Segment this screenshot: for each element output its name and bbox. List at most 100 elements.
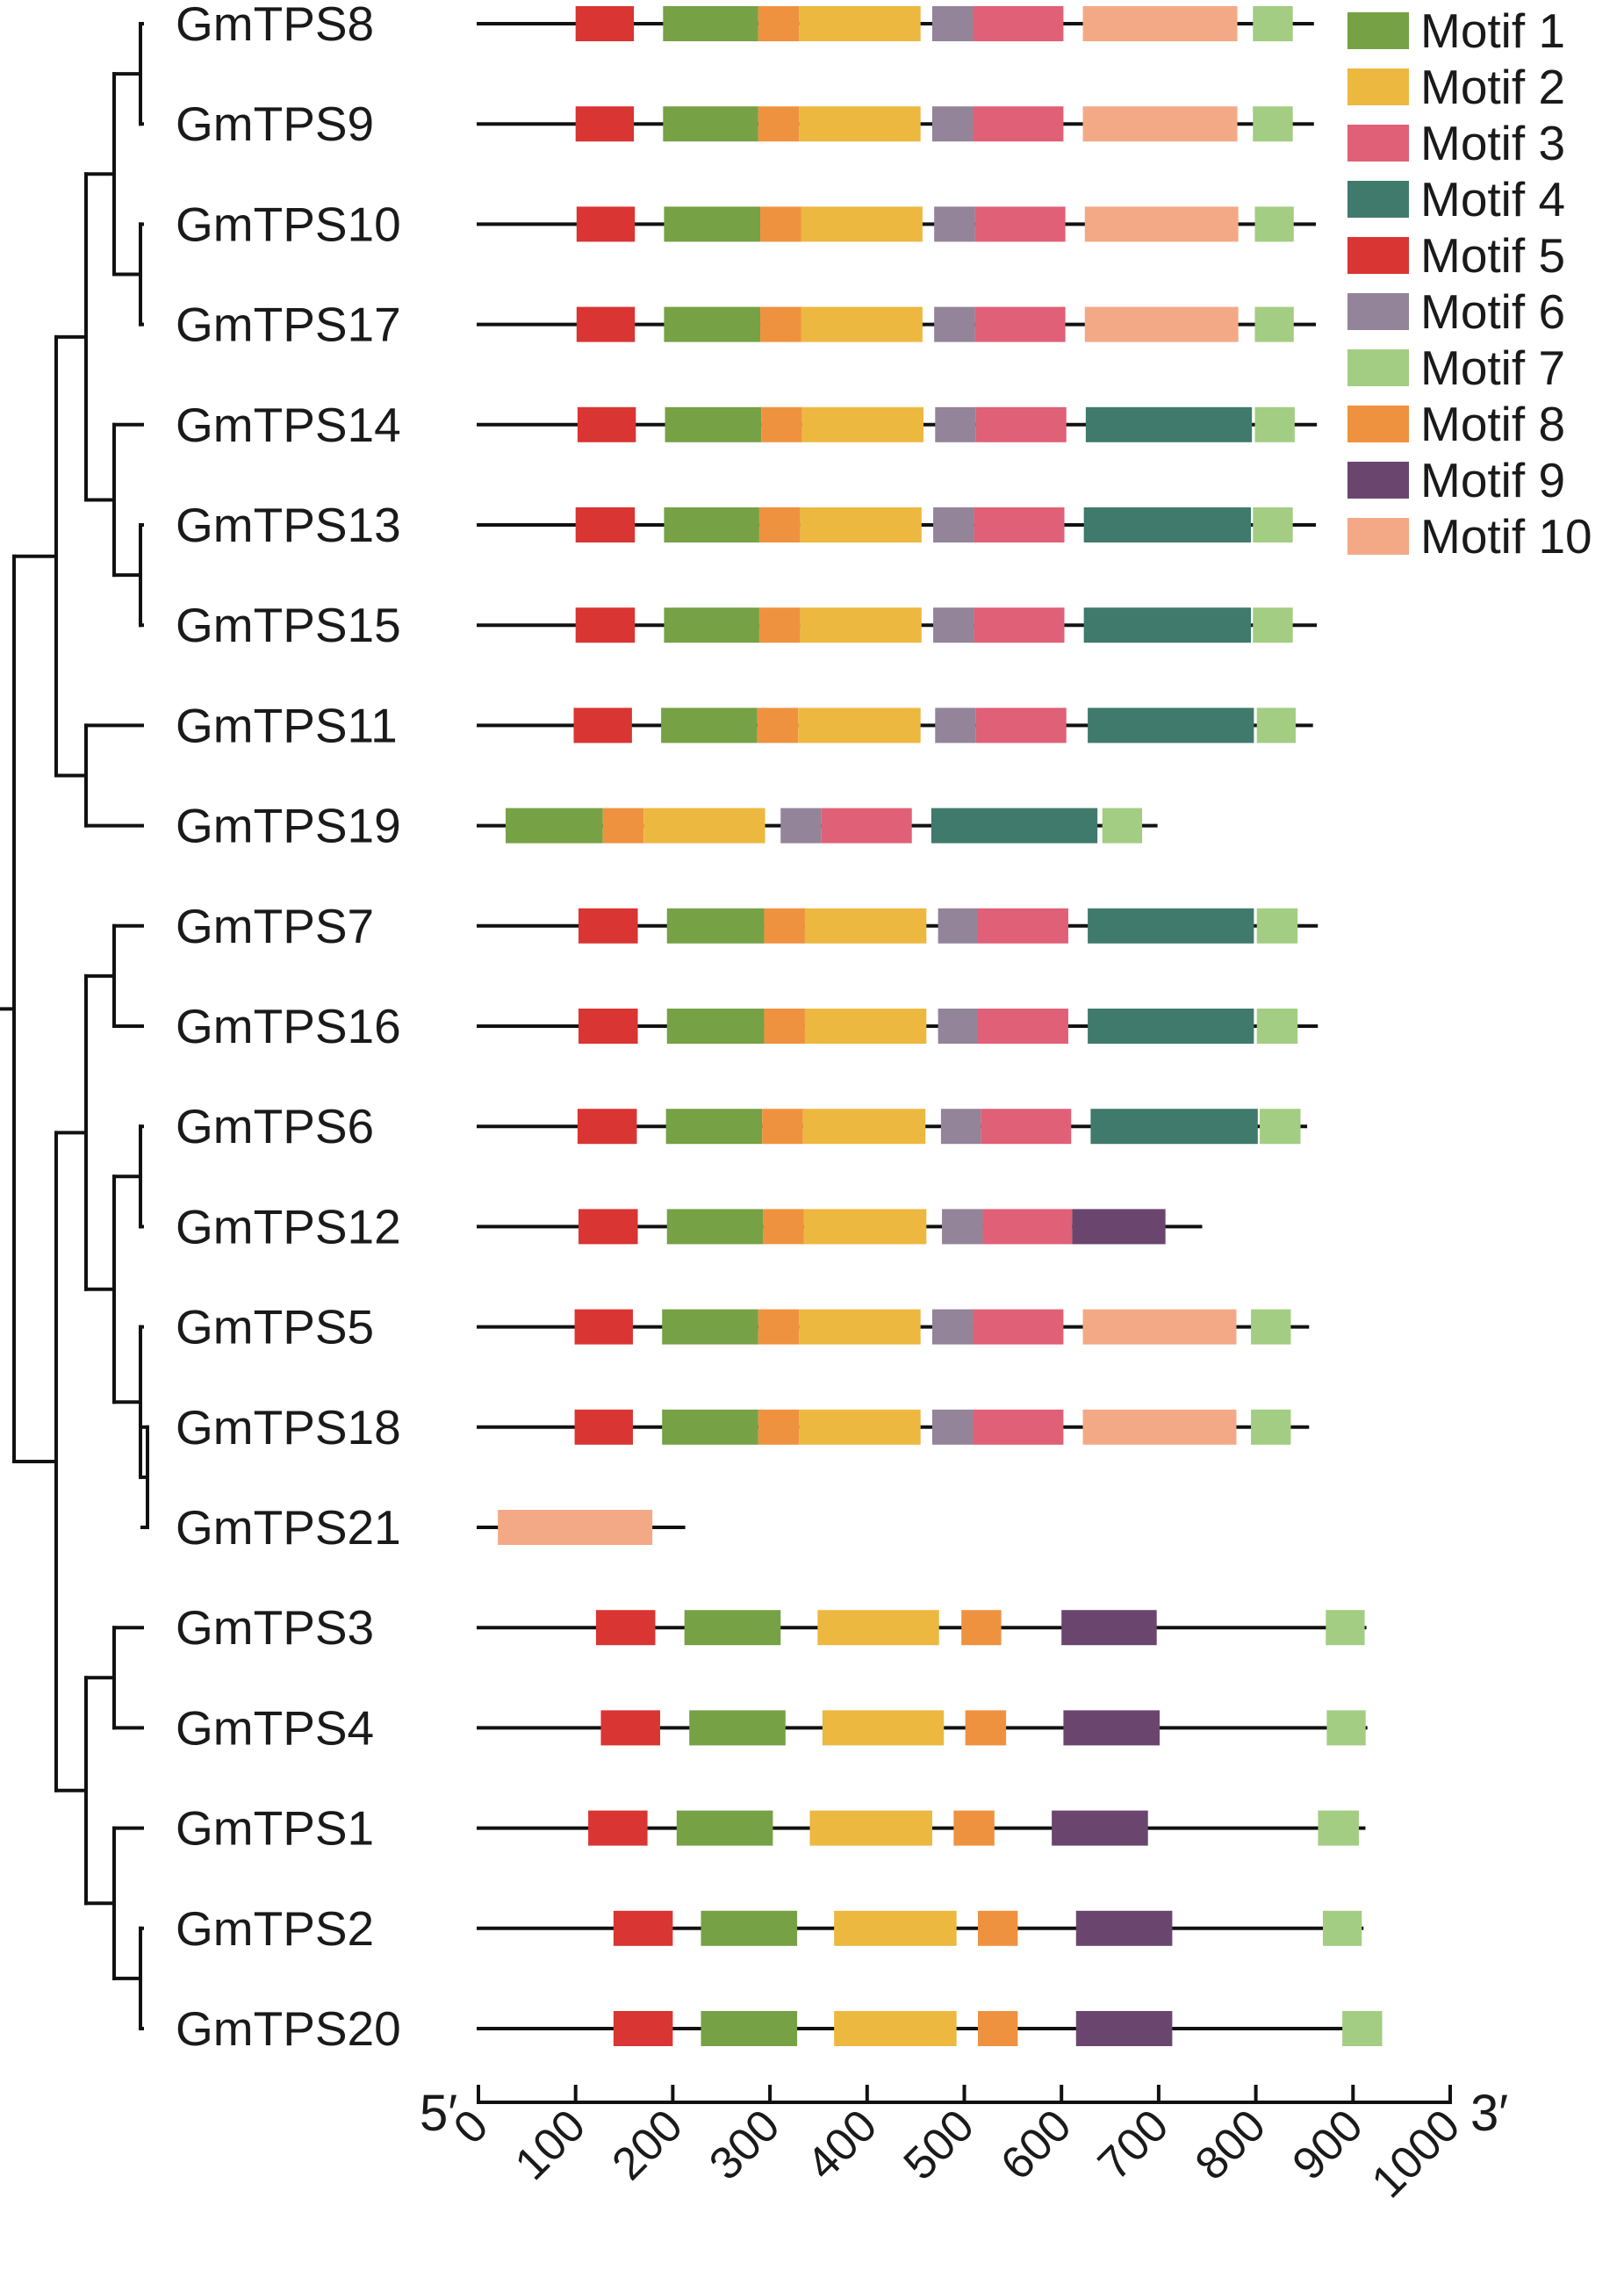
motif-2-box	[801, 206, 923, 242]
motif-2-box	[799, 1409, 921, 1445]
motif-7-box	[1318, 1810, 1359, 1846]
motif-2-box	[798, 708, 921, 743]
motif-1-box	[505, 808, 603, 844]
motif-8-box	[762, 1109, 803, 1145]
motif-2-box	[800, 607, 922, 643]
legend-swatch	[1347, 406, 1409, 442]
motif-8-box	[764, 1009, 805, 1044]
motif-5-box	[613, 1910, 673, 1946]
motif-7-box	[1251, 1409, 1291, 1445]
gene-label-gmtps21: GmTPS21	[176, 1500, 401, 1555]
motif-8-box	[961, 1610, 1002, 1646]
motif-6-box	[938, 1009, 978, 1044]
motif-6-box	[940, 1109, 981, 1145]
motif-2-box	[643, 808, 765, 844]
motif-2-box	[809, 1810, 932, 1846]
motif-3-box	[981, 1109, 1072, 1145]
motif-6-box	[942, 1209, 983, 1245]
sequence-track-gmtps1	[477, 1810, 1366, 1846]
gene-label-gmtps1: GmTPS1	[176, 1801, 374, 1856]
motif-1-box	[662, 1409, 758, 1445]
motif-1-box	[664, 206, 761, 242]
motif-3-box	[973, 106, 1064, 142]
legend-swatch	[1347, 462, 1409, 499]
sequence-track-gmtps13	[477, 507, 1317, 542]
axis-tick-label: 800	[1186, 2100, 1275, 2189]
sequence-track-gmtps21	[477, 1510, 686, 1545]
motif-6-box	[935, 406, 976, 442]
motif-2-box	[834, 2011, 957, 2046]
sequence-track-gmtps7	[477, 908, 1319, 944]
motif-8-box	[763, 1209, 804, 1245]
axis-tick-label: 300	[700, 2100, 789, 2189]
axis-tick-label: 100	[506, 2100, 595, 2189]
motif-6-box	[780, 808, 822, 844]
motif-1-box	[664, 306, 761, 342]
legend-item-motif-8: Motif 8	[1347, 397, 1565, 451]
motif-2-box	[801, 306, 923, 342]
motif-6-box	[934, 206, 975, 242]
motif-8-box	[758, 1309, 800, 1345]
motif-9-box	[1075, 1910, 1173, 1946]
motif-1-box	[661, 708, 758, 743]
sequence-track-gmtps15	[477, 607, 1318, 643]
motif-7-box	[1254, 406, 1295, 442]
gene-label-gmtps20: GmTPS20	[176, 2001, 401, 2056]
legend-item-motif-6: Motif 6	[1347, 284, 1565, 339]
legend-label: Motif 9	[1420, 453, 1565, 507]
motif-4-box	[1090, 1109, 1258, 1145]
legend-label: Motif 10	[1420, 509, 1592, 564]
motif-7-box	[1326, 1610, 1365, 1646]
motif-8-box	[965, 1710, 1007, 1746]
motif-2-box	[802, 1109, 926, 1145]
motif-5-box	[575, 507, 636, 542]
gene-label-gmtps17: GmTPS17	[176, 298, 401, 352]
motif-5-box	[577, 1109, 637, 1145]
motif-3-box	[977, 1009, 1068, 1044]
motif-4-box	[1083, 607, 1252, 643]
motif-3-box	[821, 808, 912, 844]
motif-10-box	[1082, 106, 1238, 142]
motif-5-box	[613, 2011, 673, 2046]
motif-1-box	[666, 1209, 764, 1245]
motif-4-box	[1088, 908, 1254, 944]
gene-label-gmtps7: GmTPS7	[176, 899, 374, 953]
motif-7-box	[1342, 2011, 1383, 2046]
motif-1-box	[689, 1710, 786, 1746]
motif-1-box	[676, 1810, 773, 1846]
motif-3-box	[982, 1209, 1073, 1245]
sequence-track-gmtps3	[477, 1610, 1367, 1646]
legend-item-motif-3: Motif 3	[1347, 116, 1565, 170]
sequence-track-gmtps6	[477, 1109, 1308, 1145]
motif-2-box	[817, 1610, 939, 1646]
motif-1-box	[684, 1610, 781, 1646]
motif-5-box	[573, 708, 632, 743]
motif-10-box	[1084, 306, 1239, 342]
motif-7-box	[1322, 1910, 1362, 1946]
motif-8-box	[602, 808, 644, 844]
sequence-track-gmtps2	[477, 1910, 1364, 1946]
motif-4-box	[1085, 406, 1253, 442]
motif-3-box	[973, 1309, 1064, 1345]
motif-3-box	[975, 406, 1067, 442]
motif-8-box	[758, 507, 801, 542]
legend-item-motif-9: Motif 9	[1347, 453, 1565, 507]
sequence-track-gmtps19	[477, 808, 1158, 844]
motif-6-box	[931, 6, 974, 41]
gene-label-gmtps16: GmTPS16	[176, 999, 401, 1053]
motif-8-box	[758, 1409, 800, 1445]
motif-9-box	[1072, 1209, 1166, 1245]
legend-item-motif-10: Motif 10	[1347, 509, 1592, 564]
motif-6-box	[933, 507, 974, 542]
motif-5-box	[577, 406, 636, 442]
motif-8-box	[757, 708, 799, 743]
sequence-track-gmtps12	[477, 1209, 1203, 1245]
motif-7-box	[1256, 908, 1298, 944]
legend-swatch	[1347, 293, 1409, 330]
motif-4-box	[1083, 507, 1252, 542]
motif-2-box	[799, 106, 921, 142]
axis-tick-label: 900	[1283, 2100, 1372, 2189]
gene-label-gmtps2: GmTPS2	[176, 1901, 374, 1956]
motif-3-box	[974, 306, 1066, 342]
motif-8-box	[758, 607, 801, 643]
